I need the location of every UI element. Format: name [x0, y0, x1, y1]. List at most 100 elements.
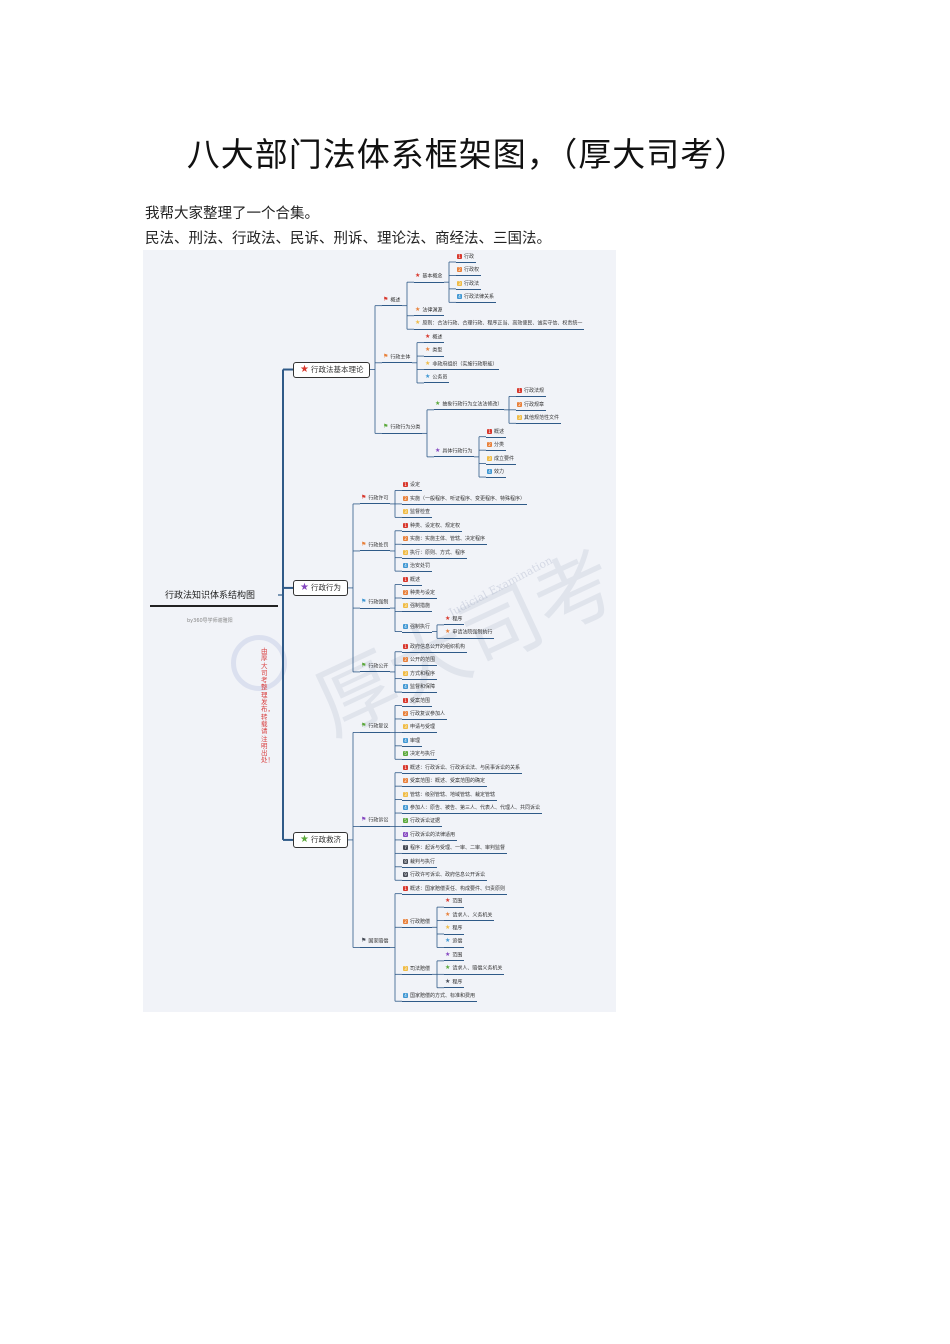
number-badge-icon: 4 — [403, 623, 408, 629]
mind-map-image: 厚大司考 Judicial Examination 行政法知识体系结构图 by3… — [143, 250, 616, 1012]
intro-paragraph: 我帮大家整理了一个合集。 — [145, 206, 319, 222]
node-label: 决定与执行 — [410, 751, 436, 758]
flag-icon: ⚑ — [383, 423, 389, 431]
number-badge-icon: 2 — [403, 919, 408, 925]
node-label: 请求人、赔偿义务机关 — [452, 965, 503, 972]
node-label: 审理 — [410, 737, 421, 744]
star-icon: ★ — [445, 950, 451, 958]
number-badge-icon: 2 — [403, 536, 408, 542]
flag-icon: ⚑ — [361, 661, 367, 669]
star-icon: ★ — [445, 628, 451, 636]
node-label: 范围 — [452, 898, 463, 905]
node-label: 行政主体 — [390, 354, 411, 361]
number-badge-icon: 2 — [517, 401, 522, 407]
flag-icon: ⚑ — [361, 493, 367, 501]
node-label: 监督和保障 — [410, 684, 436, 691]
node-label: 方式和程序 — [410, 670, 436, 677]
node-label: 行政规章 — [524, 401, 545, 408]
node-label: 实施：实施主体、管辖、决定程序 — [410, 536, 486, 543]
node-label: 概述 — [494, 428, 505, 435]
flag-icon: ⚑ — [361, 598, 367, 606]
mind-map-node: ★请求人、赔偿义务机关 — [444, 965, 505, 975]
number-badge-icon: 5 — [403, 818, 408, 824]
number-badge-icon: 4 — [403, 993, 408, 999]
node-label: 概述 — [390, 297, 401, 304]
mind-map-node: ★范围 — [444, 898, 465, 908]
node-label: 行政赔偿 — [410, 919, 431, 926]
node-label: 申请与受理 — [410, 724, 436, 731]
flag-icon: ⚑ — [361, 937, 367, 945]
watermark-notice: 由厚大司考整理发布，转载请注明出处！ — [261, 647, 274, 765]
mind-map-node: ★法律渊源 — [414, 306, 445, 317]
node-label: 范围 — [452, 952, 463, 959]
number-badge-icon: 3 — [403, 724, 408, 730]
node-label: 行政法 — [464, 280, 480, 287]
mind-map-node: ⚑行政处罚 — [360, 541, 391, 552]
node-label: 行政法规 — [524, 388, 545, 395]
node-label: 行政许可诉讼、政府信息公开诉讼 — [410, 872, 486, 879]
node-label: 公务员 — [432, 374, 448, 381]
number-badge-icon: 2 — [403, 590, 408, 595]
node-label: 种类与设定 — [410, 590, 436, 596]
mind-map-node: ★公务员 — [424, 373, 450, 384]
node-label: 概述：国家赔偿责任、构成要件、归责原则 — [410, 885, 506, 892]
node-label: 设定 — [410, 482, 421, 489]
number-badge-icon: 3 — [403, 509, 408, 515]
number-badge-icon: 2 — [487, 442, 492, 448]
number-badge-icon: 3 — [403, 791, 408, 797]
star-icon: ★ — [300, 581, 309, 593]
node-label: 监督检查 — [410, 509, 431, 516]
node-label: 司法赔偿 — [410, 966, 431, 973]
mind-map-node: ★程序 — [444, 978, 465, 989]
flag-icon: ⚑ — [383, 352, 389, 360]
node-label: 法律渊源 — [422, 307, 443, 314]
number-badge-icon: 5 — [403, 751, 408, 757]
node-label: 行政复议参加人 — [410, 710, 446, 717]
mind-map-node: ⚑行政主体 — [382, 352, 413, 364]
number-badge-icon: 3 — [487, 455, 492, 461]
mind-map-node: ★概述 — [424, 333, 445, 344]
node-label: 公开的范围 — [410, 657, 436, 664]
number-badge-icon: 1 — [403, 482, 408, 488]
mind-map-section-node: ★行政法基本理论 — [293, 361, 371, 378]
document-title: 八大部门法体系框架图，（厚大司考） — [186, 135, 749, 174]
number-badge-icon: 1 — [517, 388, 522, 394]
node-label: 行政法律关系 — [464, 294, 495, 301]
node-label: 行政行为 — [310, 582, 341, 592]
star-icon: ★ — [425, 346, 431, 354]
mind-map-node: ★具体行政行为 — [434, 447, 475, 458]
mind-map-node: ⚑行政复议 — [360, 722, 391, 733]
mind-map-node: ★请求人、义务机关 — [444, 911, 495, 922]
number-badge-icon: 6 — [403, 831, 408, 837]
node-label: 参加人：原告、被告、第三人、代表人、代理人、共同诉讼 — [410, 805, 541, 812]
node-label: 基本概念 — [422, 273, 443, 280]
node-label: 程序 — [452, 925, 463, 932]
flag-icon: ⚑ — [361, 722, 367, 730]
node-label: 类型 — [432, 347, 443, 354]
node-label: 管辖：级别管辖、地域管辖、裁定管辖 — [410, 791, 496, 798]
node-label: 裁判与执行 — [410, 858, 436, 865]
mind-map-author: by360导学师谢雅阳 — [187, 618, 233, 624]
watermark-logo-icon — [231, 635, 287, 691]
node-label: 追偿 — [452, 938, 463, 945]
